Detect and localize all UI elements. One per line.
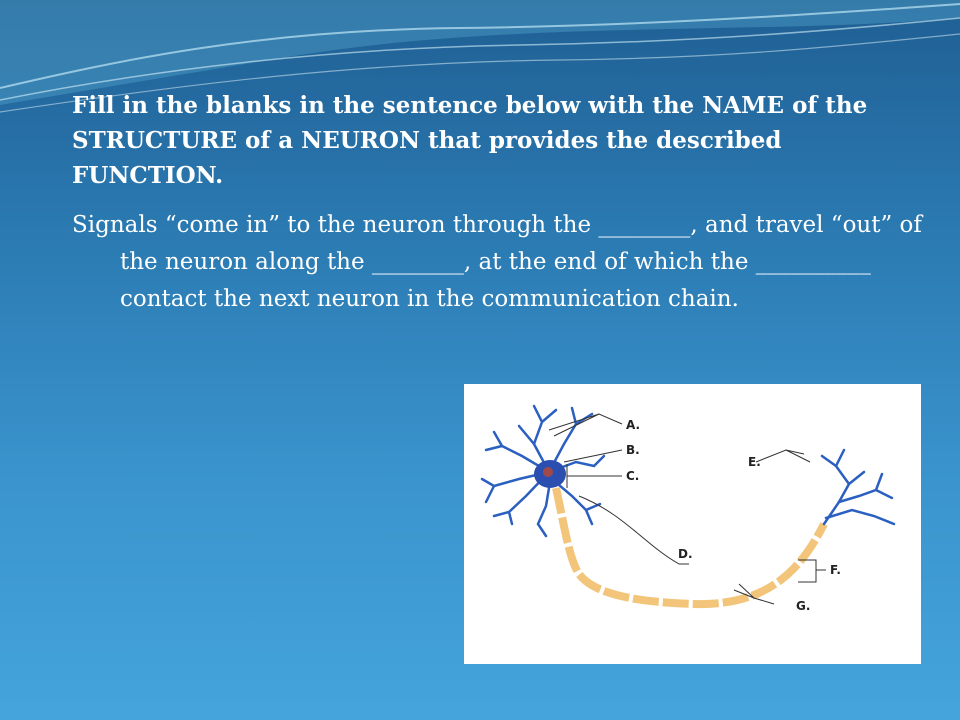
label-lines xyxy=(548,413,826,605)
decorative-waves xyxy=(0,0,960,113)
label-f: F. xyxy=(830,563,841,577)
label-c: C. xyxy=(626,469,639,483)
label-e: E. xyxy=(748,455,761,469)
neuron-illustration: A. B. C. D. E. F. G. xyxy=(480,404,896,613)
fill-in-sentence: Signals “come in” to the neuron through … xyxy=(72,212,922,312)
nucleus xyxy=(543,467,553,477)
neuron-diagram: A. B. C. D. E. F. G. xyxy=(464,384,921,664)
label-b: B. xyxy=(626,443,640,457)
slide-heading: Fill in the blanks in the sentence below… xyxy=(72,92,868,189)
myelin-sheath xyxy=(552,487,828,609)
label-g: G. xyxy=(796,599,810,613)
axon-terminals xyxy=(820,448,896,526)
label-d: D. xyxy=(678,547,693,561)
label-a: A. xyxy=(626,418,640,432)
